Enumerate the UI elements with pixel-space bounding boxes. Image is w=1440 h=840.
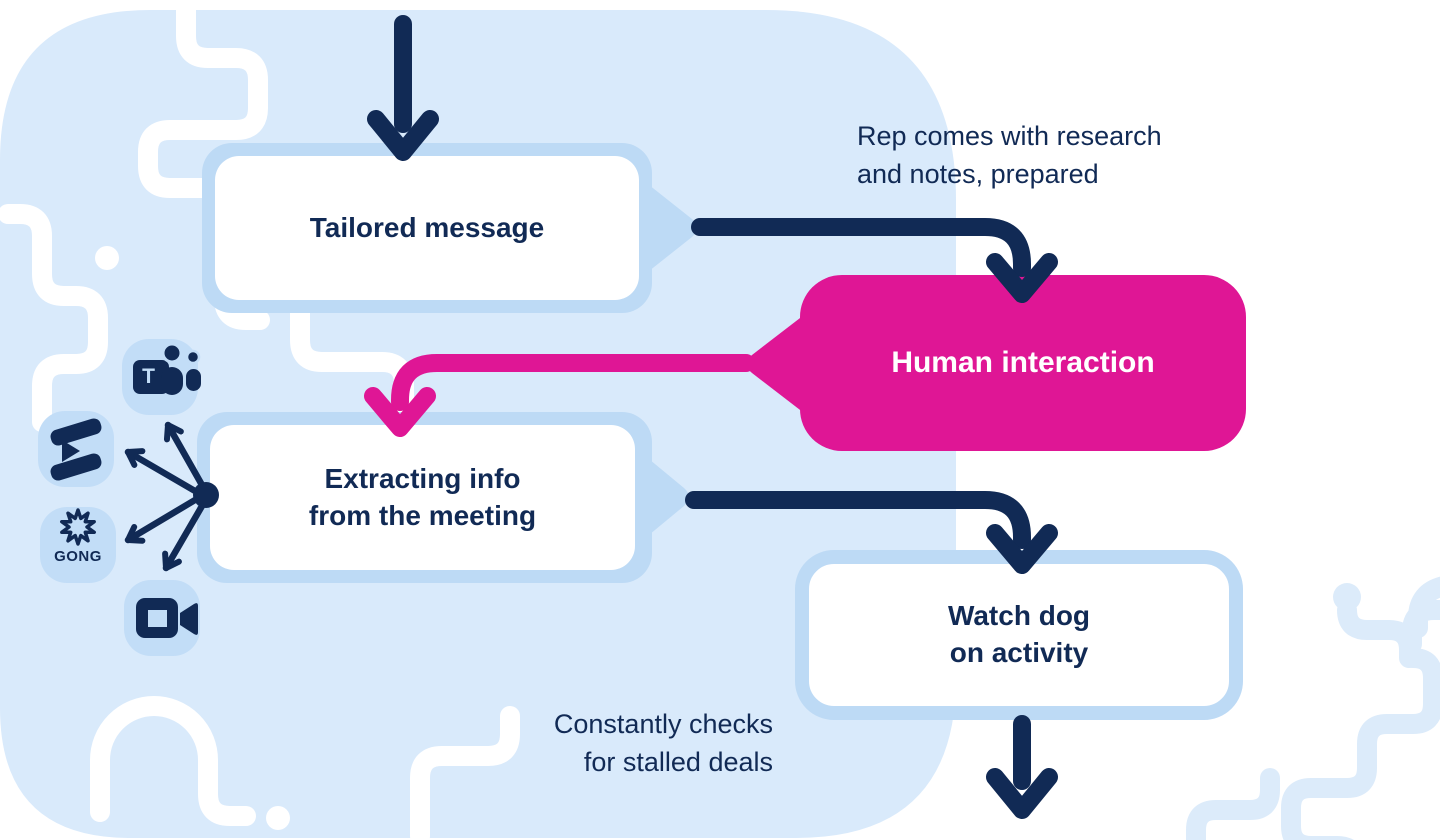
node-human-interaction bbox=[746, 275, 1246, 451]
hub-arrows bbox=[124, 421, 206, 572]
node-body bbox=[215, 156, 639, 300]
arrow-tailored-to-human bbox=[691, 218, 1058, 303]
node-watch-dog bbox=[795, 550, 1243, 720]
node-tailored-message bbox=[202, 143, 697, 313]
circuit-decoration-bottom-right bbox=[1186, 576, 1440, 840]
hub-dot bbox=[193, 482, 219, 508]
arrow-human-to-extracting bbox=[364, 354, 755, 437]
flow-arrows bbox=[367, 15, 1058, 819]
arrow-extracting-to-watchdog bbox=[685, 491, 1058, 574]
meeting-recorder-icon bbox=[50, 418, 102, 481]
node-body bbox=[800, 275, 1246, 451]
circuit-decoration-bottom-left bbox=[90, 696, 520, 840]
circuit-terminal-dot bbox=[95, 246, 119, 270]
microsoft-teams-icon bbox=[133, 342, 201, 395]
arrow-watchdog-down bbox=[986, 715, 1058, 819]
node-extracting-info bbox=[197, 412, 689, 583]
circuit-terminal-dot bbox=[266, 806, 290, 830]
video-camera-icon bbox=[136, 598, 198, 638]
node-body bbox=[210, 425, 635, 570]
arrow-into-tailored bbox=[367, 15, 439, 161]
circuit-terminal-dot bbox=[1333, 583, 1361, 611]
integration-icons bbox=[38, 339, 219, 656]
gong-icon bbox=[60, 508, 96, 546]
